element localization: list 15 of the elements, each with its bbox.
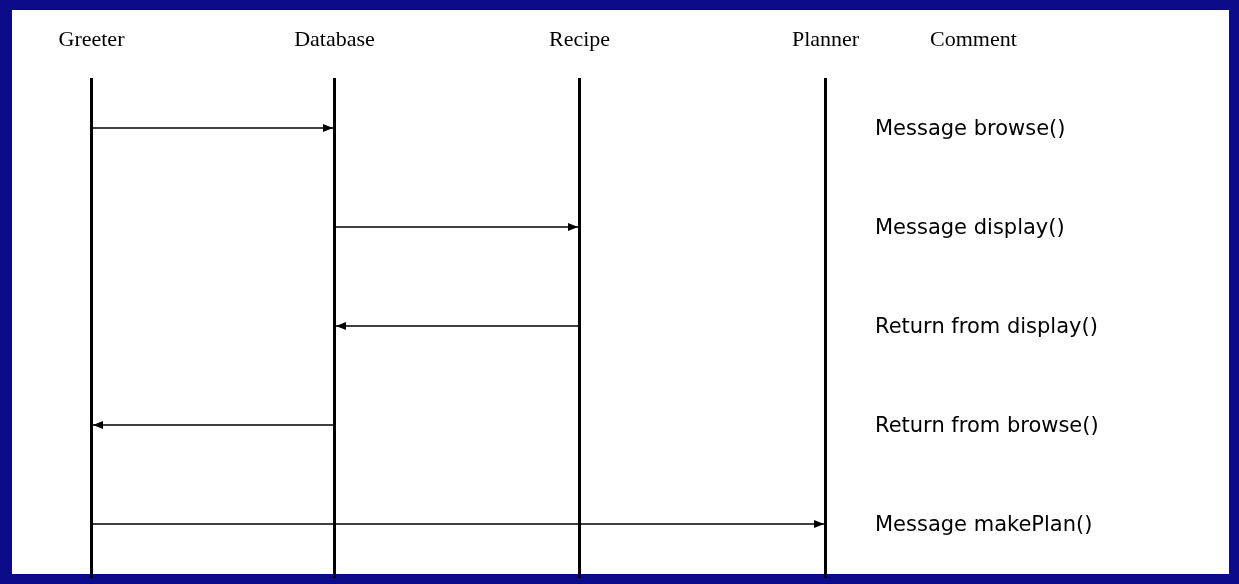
lifeline-label: Planner	[790, 26, 861, 52]
message-arrow	[92, 520, 825, 528]
message-arrow	[335, 322, 579, 330]
comment-text: Return from display()	[875, 314, 1098, 338]
comment-text: Return from browse()	[875, 413, 1099, 437]
lifeline-label: Greeter	[57, 26, 126, 52]
message-arrow	[92, 421, 334, 429]
column-header: Comment	[930, 26, 1017, 52]
message-arrow	[92, 124, 334, 132]
message-arrow	[335, 223, 579, 231]
lifeline-label: Recipe	[547, 26, 612, 52]
comment-text: Message makePlan()	[875, 512, 1093, 536]
comment-text: Message display()	[875, 215, 1065, 239]
comment-text: Message browse()	[875, 116, 1066, 140]
lifeline-label: Database	[293, 26, 376, 52]
